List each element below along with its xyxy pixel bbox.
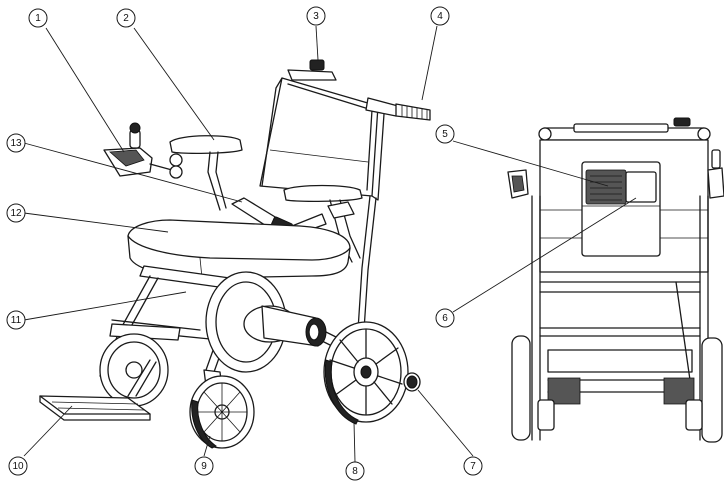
- callout-circle: [8, 456, 28, 476]
- callout-circle: [306, 6, 326, 26]
- callout-2: 2: [116, 8, 136, 28]
- callout-number: 12: [10, 208, 22, 219]
- callout-circle: [6, 133, 26, 153]
- callout-5: 5: [435, 124, 455, 144]
- backrest: [259, 77, 385, 201]
- callout-circle: [345, 461, 365, 481]
- wheelchair-rear-view: [507, 117, 724, 443]
- callout-number: 1: [35, 13, 41, 24]
- left-armrest: [169, 135, 243, 211]
- callout-8: 8: [345, 461, 365, 481]
- callout-4: 4: [430, 6, 450, 26]
- battery: [585, 169, 657, 205]
- callout-number: 9: [201, 461, 207, 472]
- callout-number: 2: [123, 13, 129, 24]
- callout-circle: [463, 456, 483, 476]
- callout-circle: [116, 8, 136, 28]
- callout-number: 5: [442, 129, 448, 140]
- motor-hub: [205, 271, 327, 373]
- leader-lines: [23, 25, 637, 463]
- callout-number: 7: [470, 461, 476, 472]
- callout-circle: [6, 203, 26, 223]
- push-handle: [365, 97, 431, 121]
- callout-12: 12: [6, 203, 26, 223]
- freewheel-knob: [403, 372, 421, 392]
- callout-circle: [28, 8, 48, 28]
- callout-circle: [6, 310, 26, 330]
- rear-frame-post: [357, 195, 371, 331]
- callout-6: 6: [435, 308, 455, 328]
- wheelchair-side-view: [39, 59, 431, 449]
- callout-number: 11: [11, 315, 22, 326]
- callout-7: 7: [463, 456, 483, 476]
- callout-number: 8: [352, 466, 358, 477]
- callout-11: 11: [6, 310, 26, 330]
- callout-3: 3: [306, 6, 326, 26]
- callout-9: 9: [194, 456, 214, 476]
- callout-number: 4: [437, 11, 443, 22]
- callout-number: 6: [442, 313, 448, 324]
- rear-wheel: [323, 321, 409, 425]
- callout-number: 10: [12, 461, 24, 472]
- callout-number: 3: [313, 11, 319, 22]
- callout-10: 10: [8, 456, 28, 476]
- callout-number: 13: [10, 138, 22, 149]
- callout-circle: [435, 308, 455, 328]
- callout-circle: [435, 124, 455, 144]
- callout-13: 13: [6, 133, 26, 153]
- footrest: [39, 359, 157, 421]
- joystick-controller: [103, 122, 183, 179]
- callout-circle: [194, 456, 214, 476]
- callout-1: 1: [28, 8, 48, 28]
- callout-circle: [430, 6, 450, 26]
- backrest-top-knob: [287, 59, 337, 81]
- front-caster-left: [99, 333, 169, 407]
- front-caster-wheel: [189, 369, 255, 449]
